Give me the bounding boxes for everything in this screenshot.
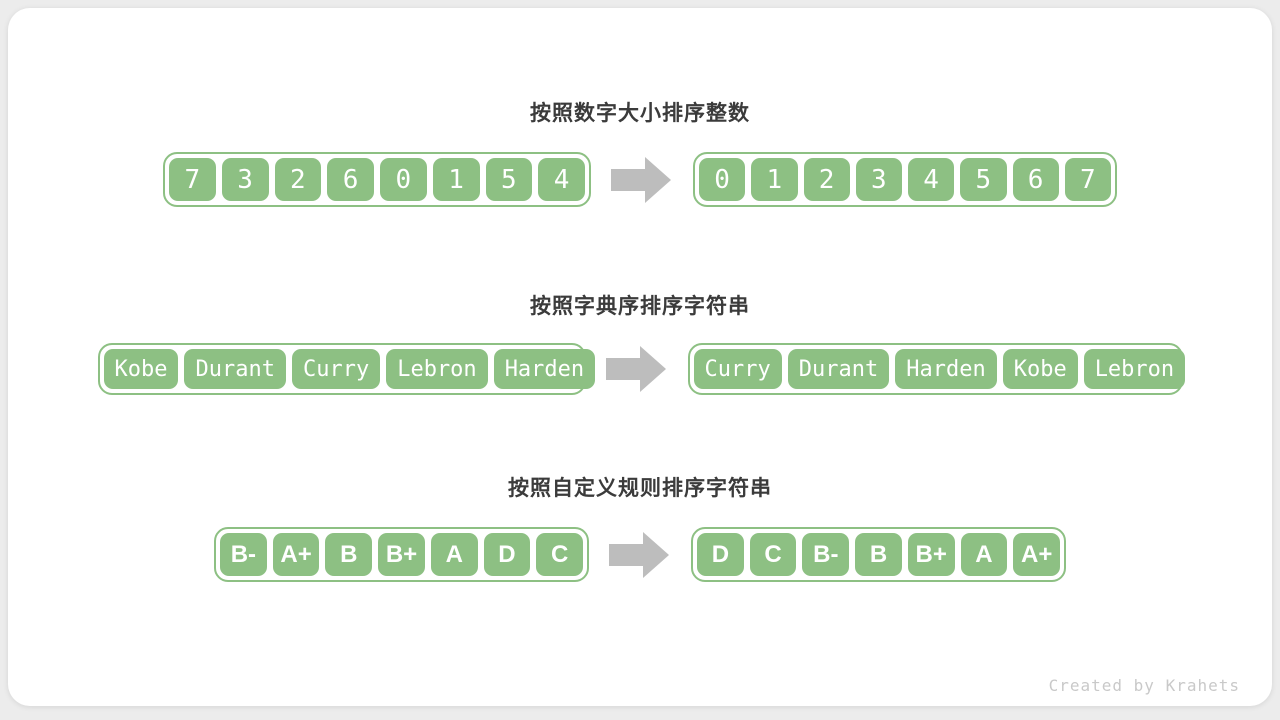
array-cell: D: [483, 533, 531, 576]
array-cell: A+: [1013, 533, 1061, 576]
array-cell: 0: [380, 158, 427, 201]
array-cell: 5: [960, 158, 1007, 201]
array-cell: 0: [699, 158, 746, 201]
array-cell: 4: [908, 158, 955, 201]
arrow-right-icon: [611, 156, 671, 203]
array-cell: 3: [221, 158, 269, 201]
array-cell: A: [960, 533, 1008, 576]
array-cell: 6: [1012, 158, 1059, 201]
array-cell: 4: [538, 158, 585, 201]
array-cell: 1: [751, 158, 798, 201]
array-cell: 6: [327, 158, 374, 201]
array-cell: Lebron: [1083, 349, 1186, 389]
array-cell: Durant: [787, 349, 890, 389]
array-cell: D: [697, 533, 744, 576]
array-cell: Kobe: [1002, 349, 1078, 389]
array-cell: B: [855, 533, 902, 576]
array-cell: Curry: [291, 349, 381, 389]
array-cell: B-: [220, 533, 267, 576]
array-cell: B: [325, 533, 373, 576]
array-cell: 1: [432, 158, 480, 201]
array-cell: Curry: [693, 349, 782, 389]
array-cell: 2: [274, 158, 322, 201]
array-cell: C: [749, 533, 797, 576]
section-title: 按照字典序排序字符串: [530, 295, 750, 318]
array-cell: Kobe: [103, 349, 179, 389]
array-cell: B+: [907, 533, 955, 576]
credit-text: Created by Krahets: [1048, 676, 1240, 695]
array-cell: B-: [802, 533, 850, 576]
array-cell: 7: [169, 158, 216, 201]
array-cell: 5: [485, 158, 533, 201]
array-cell: 3: [855, 158, 902, 201]
arrow-right-icon: [605, 346, 666, 392]
section-title: 按照自定义规则排序字符串: [508, 477, 772, 500]
array-cell: 2: [803, 158, 850, 201]
section-title: 按照数字大小排序整数: [530, 102, 750, 125]
array-cell: Harden: [493, 349, 596, 389]
arrow-right-icon: [609, 531, 669, 578]
array-cell: A: [430, 533, 478, 576]
array-cell: B+: [378, 533, 425, 576]
array-cell: A+: [272, 533, 320, 576]
array-cell: Lebron: [386, 349, 488, 389]
array-cell: Durant: [184, 349, 286, 389]
array-cell: C: [536, 533, 584, 576]
array-cell: Harden: [895, 349, 997, 389]
array-cell: 7: [1064, 158, 1111, 201]
